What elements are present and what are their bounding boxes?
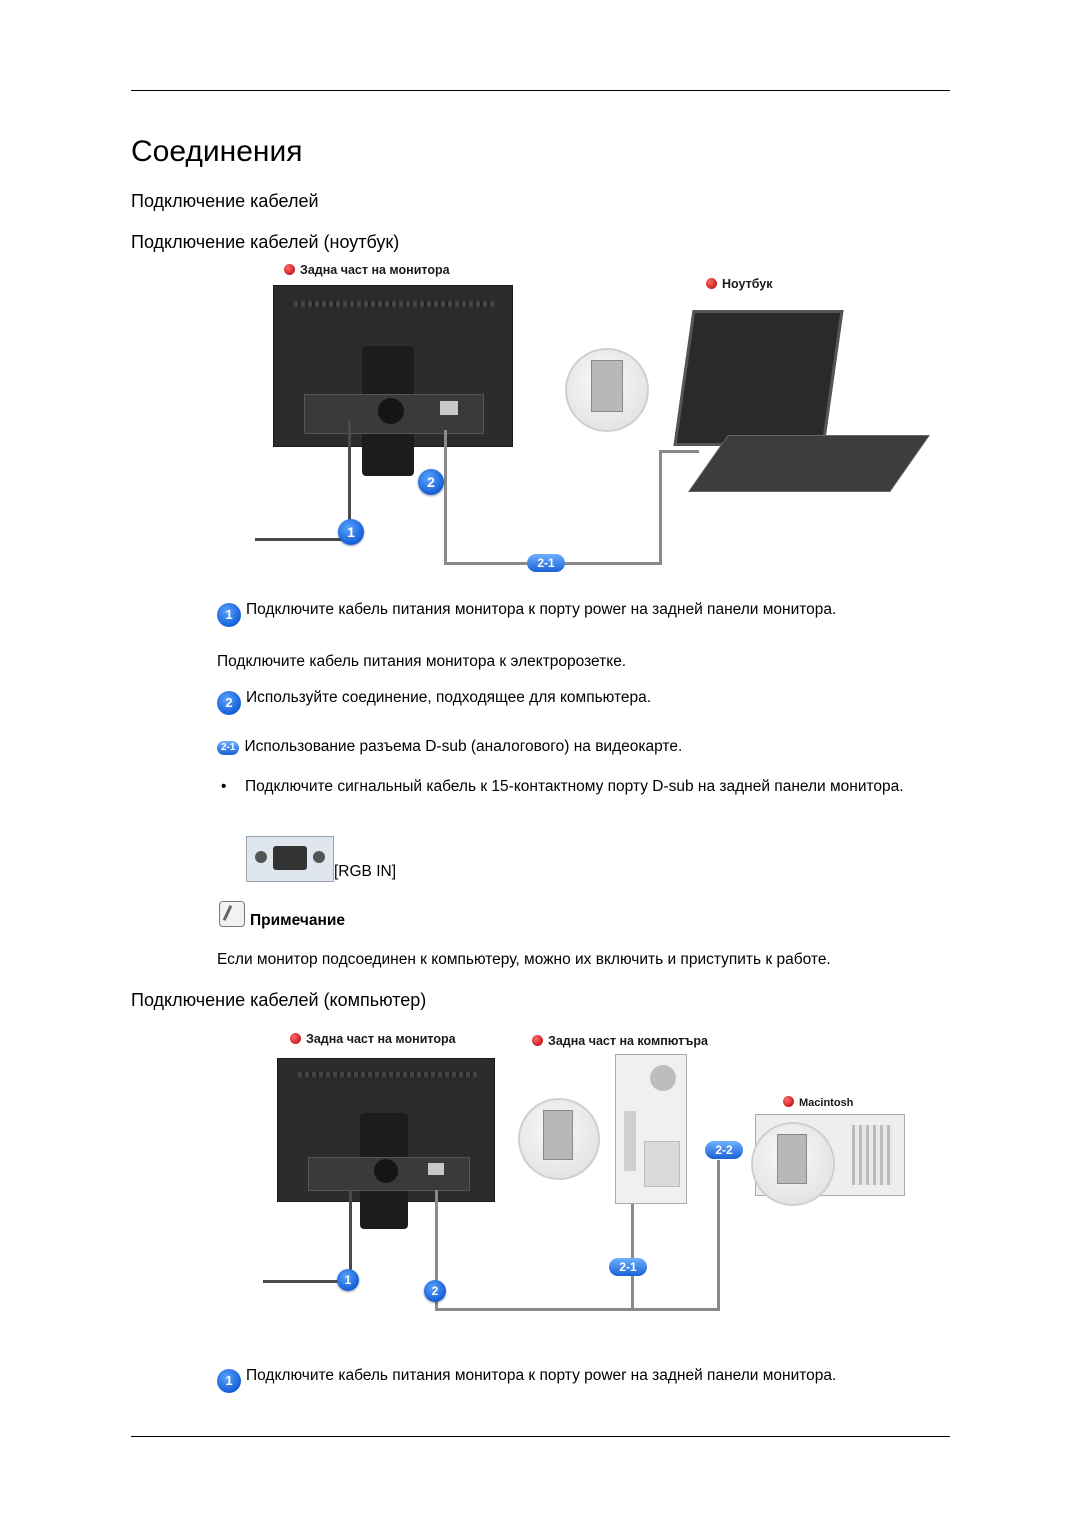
- step-2-1-text: Использование разъема D-sub (аналогового…: [244, 738, 683, 755]
- note-icon: [219, 901, 245, 927]
- step-1-text: Подключите кабель питания монитора к пор…: [246, 601, 837, 618]
- red-dot-icon: [284, 264, 295, 275]
- red-dot-icon: [532, 1035, 543, 1046]
- note-text: Если монитор подсоединен к компьютеру, м…: [217, 951, 831, 968]
- step-2-text: Используйте соединение, подходящее для к…: [246, 689, 652, 706]
- dsub-connector-zoom: [751, 1122, 835, 1206]
- page-title: Соединения: [131, 135, 303, 168]
- label-monitor-back: Задна част на монитора: [284, 263, 450, 277]
- step-2-1: 2-1 Использование разъема D-sub (аналогов…: [217, 737, 950, 757]
- label-macintosh: Macintosh: [783, 1096, 853, 1109]
- rgb-in-label: [RGB IN]: [334, 863, 397, 880]
- note-label: Примечание: [250, 912, 345, 929]
- signal-cable: [717, 1160, 720, 1310]
- signal-cable: [444, 430, 447, 565]
- signal-cable: [659, 450, 662, 565]
- notebook-illustration: [673, 290, 930, 510]
- label-notebook: Ноутбук: [706, 277, 773, 291]
- power-cable: [263, 1280, 352, 1283]
- badge-2: 2: [418, 469, 444, 495]
- badge-1: 1: [338, 519, 364, 545]
- top-rule: [131, 90, 950, 91]
- step-2: 2 Используйте соединение, подходящее для …: [217, 688, 950, 715]
- monitor-back-illustration: [277, 1058, 495, 1229]
- badge-2: 2: [424, 1280, 446, 1302]
- red-dot-icon: [290, 1033, 301, 1044]
- power-cable: [348, 420, 351, 540]
- bullet-text: Подключите сигнальный кабель к 15-контак…: [245, 778, 904, 795]
- badge-2-1: 2-1: [609, 1258, 647, 1276]
- signal-cable: [435, 1190, 438, 1310]
- bottom-rule: [131, 1436, 950, 1437]
- dsub-connector-zoom: [565, 348, 649, 432]
- notebook-connection-diagram: Задна част на монитора Ноутбук 1 2 2-1: [230, 260, 950, 580]
- label-computer-back: Задна част на компютъра: [532, 1034, 708, 1048]
- step-1-icon: 1: [217, 603, 241, 627]
- step-1-detail: Подключите кабель питания монитора к эле…: [217, 653, 627, 670]
- dsub-connector-zoom: [518, 1098, 600, 1180]
- signal-cable: [435, 1308, 720, 1311]
- badge-1: 1: [337, 1269, 359, 1291]
- step-1-bottom-icon: 1: [217, 1369, 241, 1393]
- step-1-bottom-text: Подключите кабель питания монитора к пор…: [246, 1367, 837, 1384]
- monitor-back-illustration: [273, 285, 513, 476]
- bullet-marker: •: [221, 778, 227, 795]
- step-2-1-icon: 2-1: [217, 741, 240, 755]
- rgb-in-port-icon: [246, 836, 334, 882]
- step-1-bottom: 1 Подключите кабель питания монитора к по…: [217, 1366, 950, 1393]
- step-1: 1 Подключите кабель питания монитора к по…: [217, 600, 950, 627]
- power-cable: [255, 538, 351, 541]
- red-dot-icon: [706, 278, 717, 289]
- label-monitor-back: Задна част на монитора: [290, 1032, 456, 1046]
- red-dot-icon: [783, 1096, 794, 1107]
- pc-tower-illustration: [615, 1054, 687, 1204]
- power-cable: [349, 1190, 352, 1282]
- computer-connection-diagram: Задна част на монитора Задна част на ком…: [255, 1030, 915, 1330]
- subsection-heading-notebook: Подключение кабелей (ноутбук): [131, 232, 400, 252]
- step-2-icon: 2: [217, 691, 241, 715]
- badge-2-1: 2-1: [527, 554, 565, 572]
- signal-cable: [659, 450, 699, 453]
- section-heading: Подключение кабелей: [131, 191, 319, 211]
- signal-cable: [631, 1178, 634, 1310]
- subsection-heading-computer: Подключение кабелей (компьютер): [131, 990, 427, 1010]
- badge-2-2: 2-2: [705, 1141, 743, 1159]
